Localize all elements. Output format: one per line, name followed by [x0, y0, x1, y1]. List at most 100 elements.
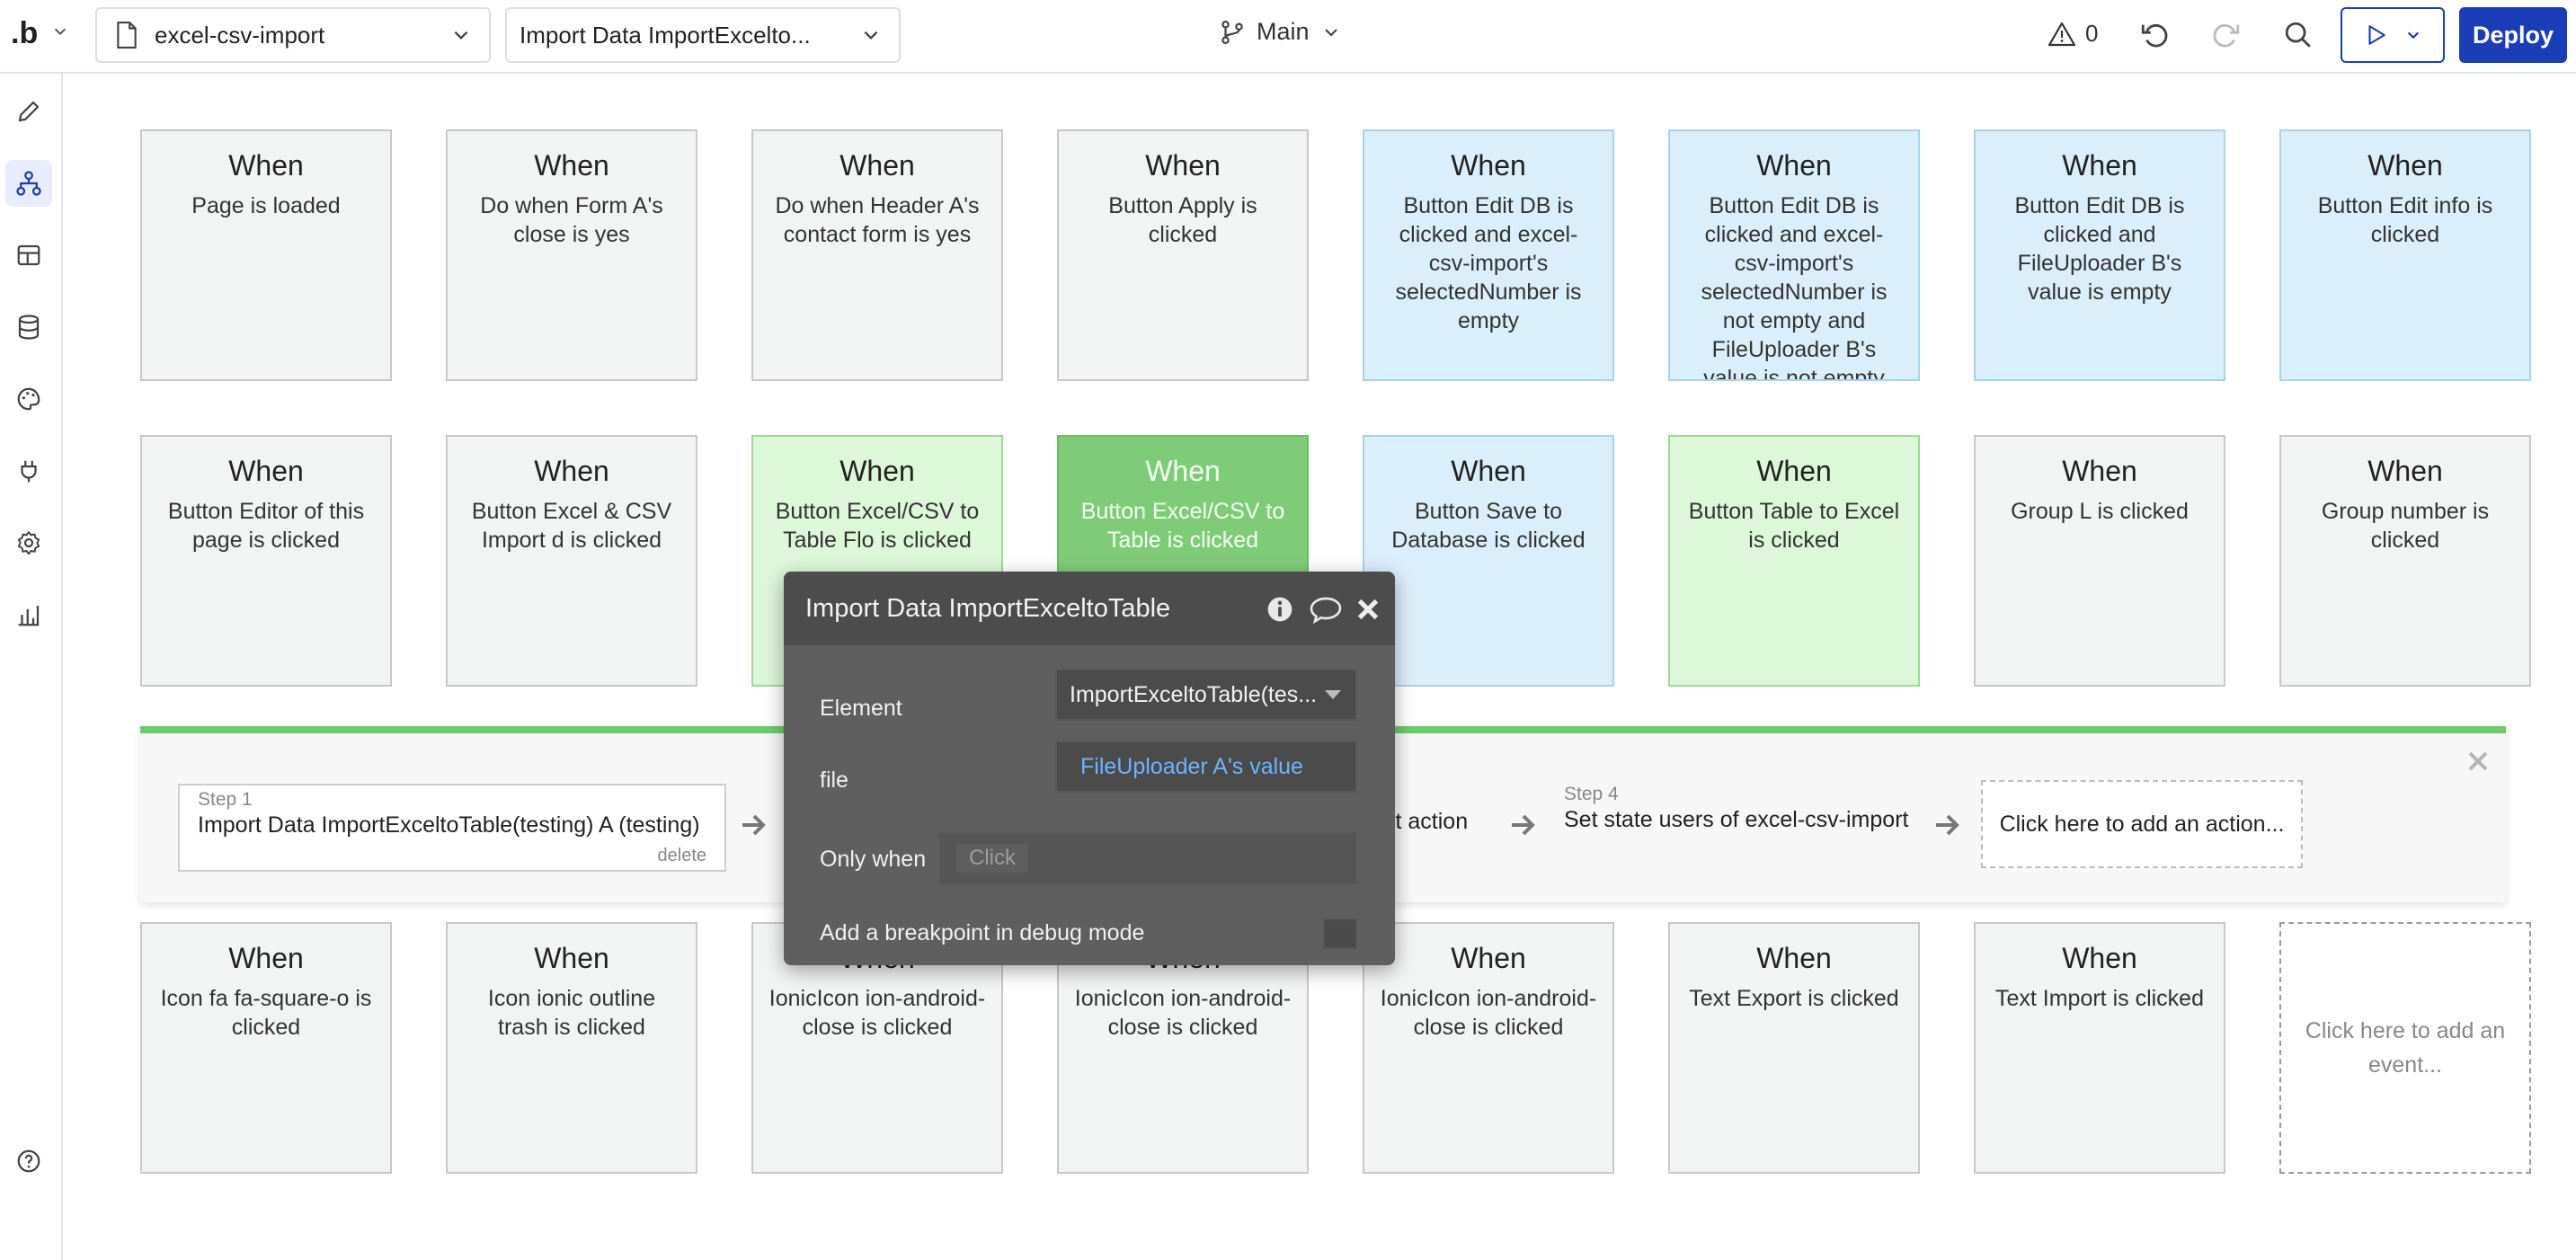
event-description: Do when Header A's contact form is yes: [775, 193, 980, 247]
left-sidebar: F: [0, 74, 63, 1260]
issues-indicator[interactable]: 0: [2047, 20, 2098, 48]
branch-selector[interactable]: Main: [1219, 18, 1340, 46]
warning-icon: [2047, 22, 2076, 46]
close-icon[interactable]: [2466, 750, 2490, 773]
sidebar-item-data[interactable]: [5, 304, 52, 350]
event-description: Button Excel/CSV to Table Flo is clicked: [775, 499, 980, 553]
close-icon[interactable]: [1355, 595, 1381, 624]
bubble-logo[interactable]: .b: [11, 16, 39, 50]
database-icon: [18, 315, 40, 340]
file-expression-value: FileUploader A's value: [1080, 753, 1303, 779]
event-when-label: When: [839, 455, 915, 487]
search-icon[interactable]: [2283, 20, 2314, 50]
step-delete-link[interactable]: delete: [657, 846, 707, 865]
event-when-label: When: [228, 455, 304, 487]
arrow-right-icon: [1936, 814, 1959, 836]
breakpoint-checkbox[interactable]: [1323, 918, 1357, 949]
event-description: Do when Form A's close is yes: [480, 193, 663, 247]
action-property-editor: Import Data ImportExceltoTable Element I…: [784, 572, 1395, 965]
git-branch-icon: [1221, 20, 1243, 44]
event-card[interactable]: When Do when Form A's close is yes: [446, 129, 697, 381]
preview-button[interactable]: [2341, 7, 2445, 63]
event-description: Button Save to Database is clicked: [1391, 499, 1586, 553]
event-description: Button Edit DB is clicked and excel-csv-…: [1395, 193, 1582, 333]
event-when-label: When: [1451, 942, 1526, 974]
only-when-placeholder: Click: [956, 844, 1028, 873]
element-dropdown[interactable]: ImportExceltoTable(tes...: [1055, 669, 1357, 721]
event-description: Group L is clicked: [2011, 499, 2189, 524]
add-action-button[interactable]: Click here to add an action...: [1981, 780, 2303, 868]
event-description: Button Table to Excel is clicked: [1688, 499, 1900, 553]
sidebar-item-styles[interactable]: [5, 376, 52, 422]
page-name: Import Data ImportExcelto...: [520, 21, 811, 49]
sidebar-item-plugins[interactable]: [5, 448, 52, 494]
event-when-label: When: [1451, 455, 1526, 487]
sidebar-item-logs[interactable]: [5, 591, 52, 638]
event-when-label: When: [1451, 149, 1526, 182]
file-label: file: [820, 768, 848, 793]
undo-icon[interactable]: [2139, 20, 2170, 50]
event-description: Button Excel/CSV to Table is clicked: [1080, 499, 1285, 553]
only-when-condition-field[interactable]: Click: [938, 832, 1357, 884]
event-description: IonicIcon ion-android-close is clicked: [1074, 986, 1292, 1040]
play-icon: [2368, 25, 2385, 45]
workflow-step-1[interactable]: Step 1 Import Data ImportExceltoTable(te…: [178, 784, 726, 872]
sidebar-item-workflow[interactable]: [5, 160, 52, 207]
event-when-label: When: [534, 149, 609, 182]
event-description: Button Excel & CSV Import d is clicked: [471, 499, 672, 553]
add-event-button[interactable]: Click here to add an event...: [2279, 922, 2531, 1174]
sidebar-item-layout[interactable]: [5, 232, 52, 279]
event-description: Icon ionic outline trash is clicked: [487, 986, 656, 1040]
top-bar: .b excel-csv-import Import Data ImportEx…: [0, 0, 2576, 74]
sidebar-item-design[interactable]: [5, 88, 52, 135]
page-selector-dropdown[interactable]: Import Data ImportExcelto...: [505, 7, 901, 63]
event-description: Icon fa fa-square-o is clicked: [160, 986, 372, 1040]
file-expression-field[interactable]: FileUploader A's value: [1055, 741, 1357, 793]
event-when-label: When: [2367, 455, 2443, 487]
logo-chevron-down-icon[interactable]: [52, 23, 68, 40]
analytics-icon: [18, 606, 40, 626]
plugin-icon: [21, 460, 37, 483]
sidebar-item-settings[interactable]: [5, 519, 52, 566]
event-description: Button Editor of this page is clicked: [167, 499, 365, 553]
event-card[interactable]: When Do when Header A's contact form is y…: [751, 129, 1003, 381]
deploy-button[interactable]: Deploy: [2459, 7, 2567, 63]
comment-icon[interactable]: [1309, 595, 1343, 624]
event-description: IonicIcon ion-android-close is clicked: [1380, 986, 1597, 1040]
sidebar-item-help[interactable]: [5, 1138, 52, 1185]
event-when-label: When: [228, 149, 304, 182]
event-when-label: When: [1756, 942, 1832, 974]
step-title: Import Data ImportExceltoTable(testing) …: [198, 812, 700, 838]
redo-icon[interactable]: [2211, 20, 2242, 50]
workflow-icon: [16, 171, 41, 196]
workflow-step-4[interactable]: Step 4 Set state users of excel-csv-impo…: [1564, 784, 1908, 833]
popup-header[interactable]: Import Data ImportExceltoTable: [784, 572, 1395, 645]
element-value: ImportExceltoTable(tes...: [1070, 681, 1318, 707]
app-selector-dropdown[interactable]: excel-csv-import: [95, 7, 491, 63]
event-description: Button Edit info is clicked: [2317, 193, 2493, 247]
workflow-step-3-label-fragment[interactable]: xt action: [1384, 809, 1469, 834]
info-icon[interactable]: [1266, 595, 1294, 624]
event-when-label: When: [1145, 455, 1221, 487]
arrow-right-icon: [742, 814, 766, 836]
question-icon: [17, 1149, 40, 1173]
event-description: Group number is clicked: [2321, 499, 2490, 553]
event-when-label: When: [839, 149, 915, 182]
